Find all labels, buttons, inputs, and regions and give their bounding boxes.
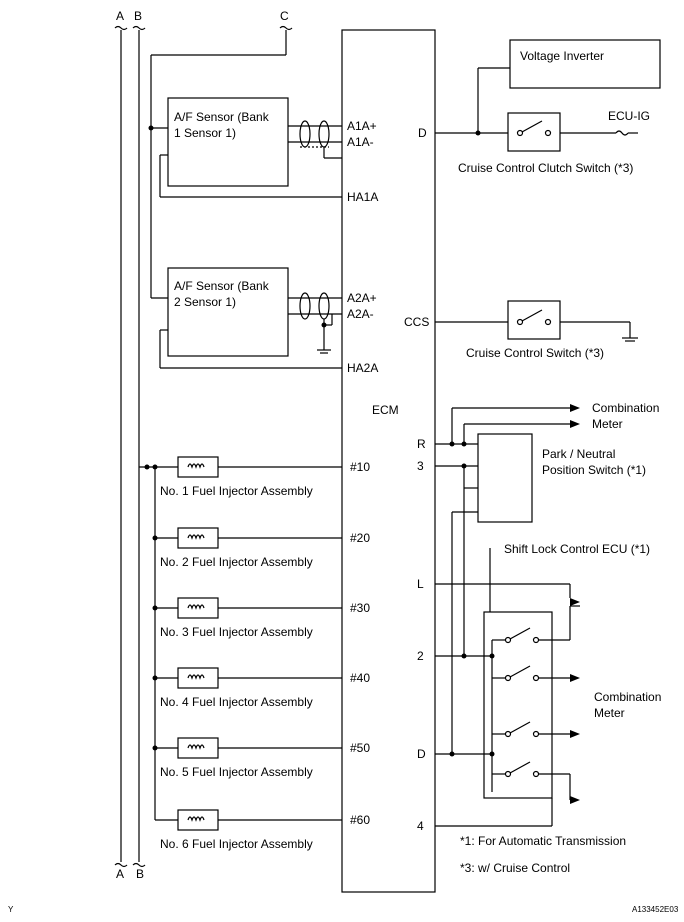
pin-d-bottom: D <box>417 747 426 761</box>
af-sensor-2-pin-neg: A2A- <box>347 307 374 321</box>
pin-l: L <box>417 577 424 591</box>
pnp-circuit: Combination Meter R 3 Park / Neutral Pos… <box>417 401 659 754</box>
note-1: *1: For Automatic Transmission <box>460 834 626 848</box>
af-sensor-2-pin-pos: A2A+ <box>347 291 377 305</box>
injector-6-pin: #60 <box>350 813 370 827</box>
pin-d-top: D <box>418 126 427 140</box>
bus-label-c-top: C <box>280 9 289 23</box>
af-sensor-1-label-2: 1 Sensor 1) <box>174 126 236 140</box>
injector-3: No. 3 Fuel Injector Assembly #30 <box>152 597 370 639</box>
figure-code: A133452E03 <box>632 905 679 914</box>
voltage-inverter-box <box>509 39 661 89</box>
comb-meter-top-1: Combination <box>592 401 659 415</box>
injector-6: No. 6 Fuel Injector Assembly #60 <box>155 809 370 851</box>
clutch-switch-label: Cruise Control Clutch Switch (*3) <box>458 161 633 175</box>
injector-1-pin: #10 <box>350 460 370 474</box>
af-sensor-1-box <box>167 97 289 187</box>
injector-4: No. 4 Fuel Injector Assembly #40 <box>152 667 370 709</box>
clutch-switch-box <box>507 112 561 152</box>
cruise-switch-circuit: CCS Cruise Control Switch (*3) <box>404 300 638 360</box>
pin-ccs: CCS <box>404 315 429 329</box>
bus-lines: A B C A B <box>114 9 293 881</box>
comb-meter-1: Combination <box>594 690 661 704</box>
ecm-box <box>341 29 436 893</box>
pnp-switch-box <box>477 433 533 523</box>
injector-2: No. 2 Fuel Injector Assembly #20 <box>152 527 370 569</box>
ecu-ig-label: ECU-IG <box>608 109 650 123</box>
af-sensor-2-box <box>167 267 289 357</box>
af-sensor-1-label-1: A/F Sensor (Bank <box>174 110 270 124</box>
ecm-label: ECM <box>372 403 399 417</box>
pin-2: 2 <box>417 649 424 663</box>
injector-1-label: No. 1 Fuel Injector Assembly <box>160 484 313 498</box>
comb-meter-top-2: Meter <box>592 417 623 431</box>
af-sensor-2-label-2: 2 Sensor 1) <box>174 295 236 309</box>
shift-lock-box <box>483 611 553 799</box>
injector-5-pin: #50 <box>350 741 370 755</box>
injector-4-pin: #40 <box>350 671 370 685</box>
shift-lock-label: Shift Lock Control ECU (*1) <box>504 542 650 556</box>
pin-4: 4 <box>417 819 424 833</box>
pin-3: 3 <box>417 459 424 473</box>
af-sensor-2: A/F Sensor (Bank 2 Sensor 1) A2A+ A2A- H… <box>151 267 378 375</box>
note-3: *3: w/ Cruise Control <box>460 861 570 875</box>
pnp-label-1: Park / Neutral <box>542 447 615 461</box>
pin-r: R <box>417 437 426 451</box>
cruise-switch-label: Cruise Control Switch (*3) <box>466 346 604 360</box>
bus-label-a-top: A <box>116 9 124 23</box>
af-sensor-2-label-1: A/F Sensor (Bank <box>174 279 270 293</box>
corner-letter: Y <box>8 905 14 914</box>
injector-2-pin: #20 <box>350 531 370 545</box>
injector-5: No. 5 Fuel Injector Assembly #50 <box>152 737 370 779</box>
shift-lock-circuit: Shift Lock Control ECU (*1) L <box>417 542 661 833</box>
bus-label-a-bottom: A <box>116 867 124 881</box>
injector-6-label: No. 6 Fuel Injector Assembly <box>160 837 313 851</box>
comb-meter-2: Meter <box>594 706 625 720</box>
injector-2-label: No. 2 Fuel Injector Assembly <box>160 555 313 569</box>
cruise-clutch-circuit: Voltage Inverter D ECU-IG Cruise Control… <box>418 39 661 175</box>
injector-3-label: No. 3 Fuel Injector Assembly <box>160 625 313 639</box>
injector-5-label: No. 5 Fuel Injector Assembly <box>160 765 313 779</box>
injector-3-pin: #30 <box>350 601 370 615</box>
voltage-inverter-label: Voltage Inverter <box>520 49 604 63</box>
bus-label-b-top: B <box>134 9 142 23</box>
cruise-switch-box <box>507 300 561 340</box>
injector-4-label: No. 4 Fuel Injector Assembly <box>160 695 313 709</box>
af-sensor-2-heater-pin: HA2A <box>347 361 378 375</box>
injector-1: No. 1 Fuel Injector Assembly #10 <box>160 456 370 498</box>
pnp-label-2: Position Switch (*1) <box>542 463 646 477</box>
af-sensor-1-pin-pos: A1A+ <box>347 119 377 133</box>
af-sensor-1: A/F Sensor (Bank 1 Sensor 1) A1A+ A1A- H… <box>148 97 378 204</box>
af-sensor-1-heater-pin: HA1A <box>347 190 378 204</box>
injectors: No. 1 Fuel Injector Assembly #10 No. 2 F… <box>139 456 370 851</box>
bus-label-b-bottom: B <box>136 867 144 881</box>
af-sensor-1-pin-neg: A1A- <box>347 135 374 149</box>
